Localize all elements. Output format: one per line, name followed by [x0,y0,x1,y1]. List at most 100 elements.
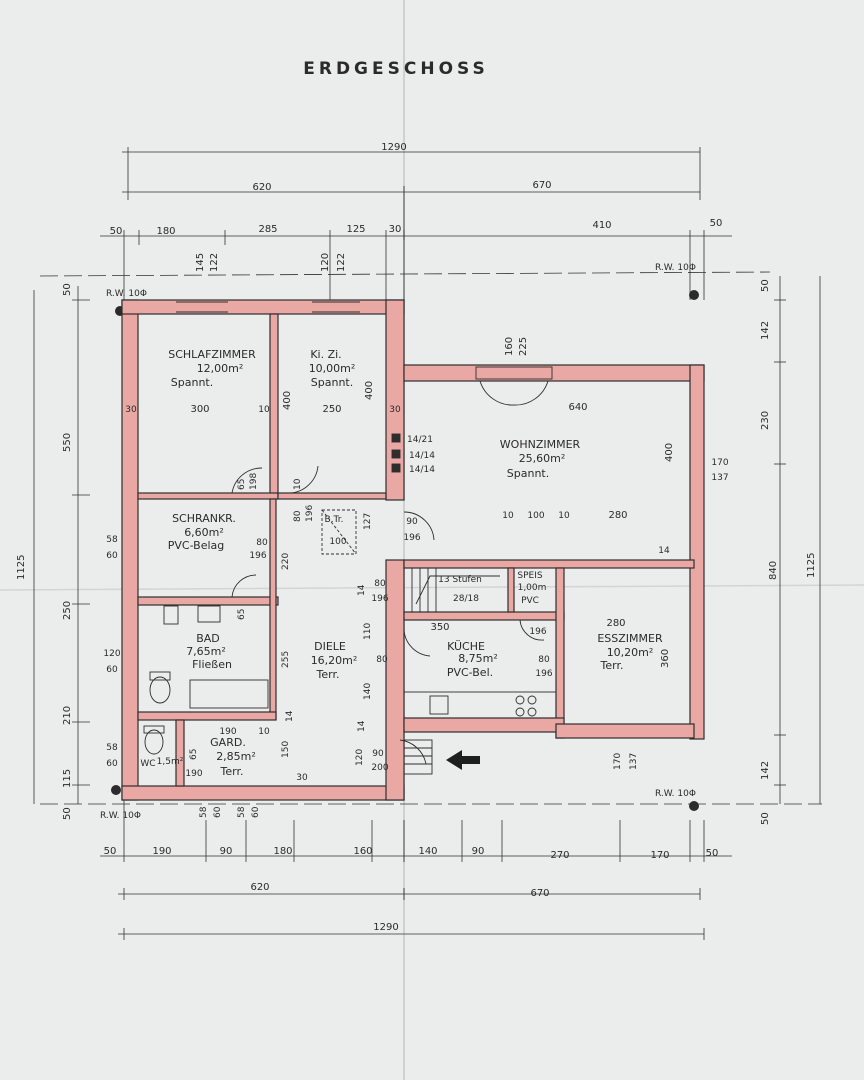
dim-schlaf-depth: 400 [282,391,293,410]
dim-60a: 60 [106,551,118,561]
dim-14d: 14 [357,720,367,732]
dim-14a: 14 [658,546,670,556]
dim-window-1a: 145 [195,253,206,272]
downpipe-bottom-left-icon [111,785,121,795]
dim-bottom-seg-6: 140 [418,846,437,857]
dim-kizi-width: 250 [322,404,341,415]
dim-right-seg-3: 230 [760,411,771,430]
dim-bottom-seg-1: 50 [104,846,117,857]
dim-right-seg-4: 840 [768,561,779,580]
room-gard-name: GARD. [210,736,246,749]
dim-255: 255 [281,651,291,668]
room-diele-floor: Terr. [316,668,340,681]
room-speis-name: SPEIS [517,571,542,581]
dim-wohn-width: 640 [568,402,587,413]
dim-60d: 60 [213,806,223,818]
room-wc-area: 1,5m² [157,757,184,767]
dim-left-seg-5: 115 [62,769,73,788]
dim-left-seg-3: 250 [62,601,73,620]
dim-360: 360 [660,649,671,668]
dim-58b: 58 [106,743,118,753]
dim-110: 110 [363,623,373,640]
dim-kizi-depth: 400 [364,381,375,400]
dim-right-seg-2: 142 [760,321,771,340]
dim-190b: 190 [185,769,202,779]
dim-10c: 10 [558,511,570,521]
dim-80d: 80 [374,579,386,589]
dim-10f: 10 [258,727,270,737]
room-schrankr-floor: PVC-Belag [168,539,225,552]
dim-top-seg-2: 180 [156,226,175,237]
fixtures [143,301,557,775]
room-schrankr-area: 6,60m² [184,526,224,539]
dim-65a: 65 [237,479,247,490]
dim-window-2b: 122 [336,253,347,272]
room-speis-area: 1,00m [518,583,547,593]
entrance-arrow-icon [446,750,480,770]
room-schlafzimmer-area: 12,00m² [197,362,244,375]
room-esszimmer-name: ESSZIMMER [597,632,663,645]
dim-30c: 30 [296,773,308,783]
dim-58c: 58 [199,806,209,818]
dim-window-2a: 120 [320,253,331,272]
dim-200: 200 [371,763,388,773]
room-kizi-floor: Spannt. [311,376,353,389]
dim-58d: 58 [237,806,247,818]
dim-60b: 60 [106,665,118,675]
dim-350: 350 [430,622,449,633]
dim-bottom-seg-10: 50 [706,848,719,859]
dim-80b: 80 [293,510,303,522]
room-kueche-area: 8,75m² [458,652,498,665]
dim-65c: 65 [189,749,199,760]
dim-196c: 196 [403,533,420,543]
room-schlafzimmer-name: SCHLAFZIMMER [168,348,256,361]
dim-150: 150 [281,741,291,758]
fold-line-horizontal [0,584,864,591]
dim-60c: 60 [106,759,118,769]
room-bad-floor: Fließen [192,658,232,671]
dim-198: 198 [249,473,259,490]
dim-top-seg-7: 50 [710,218,723,229]
room-kizi-name: Ki. Zi. [310,348,341,361]
dim-60e: 60 [251,806,261,818]
room-wohnzimmer-area: 25,60m² [519,452,566,465]
dim-196b: 196 [305,505,315,522]
dim-top-seg-1: 50 [110,226,123,237]
dim-10b: 10 [502,511,514,521]
window-14-14b: 14/14 [409,465,435,475]
dim-top-seg-5: 30 [389,224,402,235]
dim-top-seg-6: 410 [592,220,611,231]
dim-wall-30a: 30 [125,405,137,415]
room-bad-name: BAD [196,632,220,645]
dim-14c: 14 [285,710,295,722]
inner-dimensions: 300 250 400 400 10 30 30 640 160 225 400… [103,337,728,818]
dim-80a: 80 [256,538,268,548]
dim-137b: 137 [629,753,639,770]
room-kueche-name: KÜCHE [447,640,485,653]
dim-wohn-depth: 400 [664,443,675,462]
dim-door-160: 160 [504,337,515,356]
dim-top-right: 670 [532,180,551,191]
dim-196d: 196 [371,594,388,604]
dim-left-seg-4: 210 [62,706,73,725]
dim-total-top: 1290 [381,142,406,153]
window-14-14a: 14/14 [409,451,435,461]
room-labels: SCHLAFZIMMER 12,00m² Spannt. Ki. Zi. 10,… [140,348,663,778]
dim-wall-10a: 10 [258,405,270,415]
attic-hatch-label: B.Tr. [325,515,344,525]
dim-10d: 10 [293,478,303,490]
dim-196e: 196 [529,627,546,637]
dim-right-seg-6: 50 [760,812,771,825]
dim-bottom-seg-8: 270 [550,850,569,861]
dim-140: 140 [363,683,373,700]
dim-100b: 100 [329,537,346,547]
dimension-lines [33,147,822,940]
dim-total-bottom: 1290 [373,922,398,933]
dim-170b: 170 [613,753,623,770]
dim-wall-30b: 30 [389,405,401,415]
room-gard-area: 2,85m² [216,750,256,763]
window-14-21: 14/21 [407,435,433,445]
dim-bottom-seg-5: 160 [353,846,372,857]
dim-right-total: 1125 [806,553,817,578]
